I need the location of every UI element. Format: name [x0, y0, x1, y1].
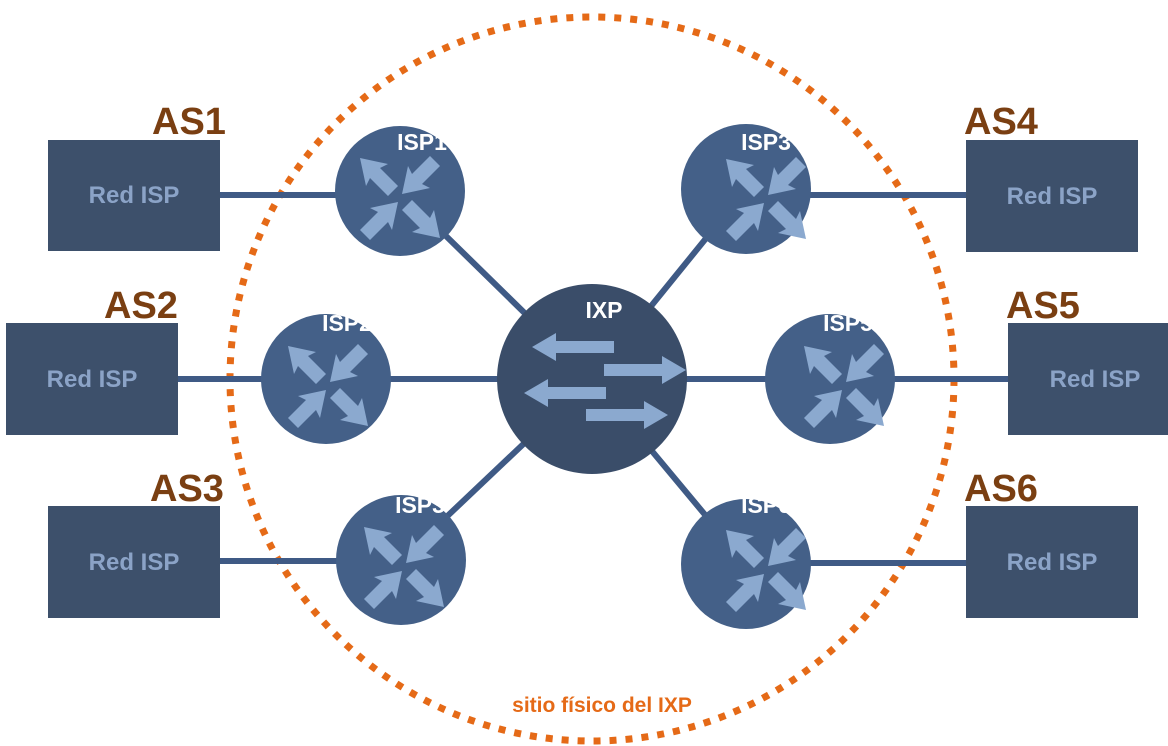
isp-network-box — [48, 506, 220, 618]
router-label: ISP1 — [397, 129, 447, 155]
isp-network-label: Red ISP — [1050, 366, 1141, 393]
ixp-switch: IXP — [497, 284, 687, 474]
as-label: AS2 — [104, 285, 178, 327]
isp-network-label: Red ISP — [89, 549, 180, 576]
member-as1: AS1 Red ISP ISP1 — [48, 101, 465, 256]
isp-network-label: Red ISP — [89, 182, 180, 209]
router-label: ISP3 — [395, 492, 445, 518]
member-as5: AS5 Red ISP ISP5 — [765, 285, 1168, 444]
isp-network-box — [48, 140, 220, 251]
isp-network-box — [1008, 323, 1168, 435]
isp-network-box — [966, 506, 1138, 618]
router-label: ISP3 — [741, 129, 791, 155]
ixp-label: IXP — [585, 297, 622, 323]
member-as2: AS2 Red ISP ISP2 — [6, 285, 391, 444]
router-label: ISP6 — [741, 492, 791, 518]
isp-network-label: Red ISP — [1007, 183, 1098, 210]
as-label: AS3 — [150, 468, 224, 510]
ixp-circle — [497, 284, 687, 474]
member-as4: AS4 Red ISP ISP3 — [681, 101, 1138, 254]
isp-network-label: Red ISP — [1007, 549, 1098, 576]
as-label: AS1 — [152, 101, 226, 143]
isp-network-box — [966, 140, 1138, 252]
exchange-arrows-icon — [524, 333, 686, 429]
as-label: AS5 — [1006, 285, 1080, 327]
isp-network-box — [6, 323, 178, 435]
site-label: sitio físico del IXP — [512, 694, 692, 717]
router-label: ISP2 — [322, 310, 372, 336]
member-as6: AS6 Red ISP ISP6 — [681, 468, 1138, 629]
as-label: AS6 — [964, 468, 1038, 510]
isp-network-label: Red ISP — [47, 366, 138, 393]
router-label: ISP5 — [823, 310, 873, 336]
as-label: AS4 — [964, 101, 1038, 143]
member-as3: AS3 Red ISP ISP3 — [48, 468, 466, 625]
isp-router — [681, 499, 811, 629]
